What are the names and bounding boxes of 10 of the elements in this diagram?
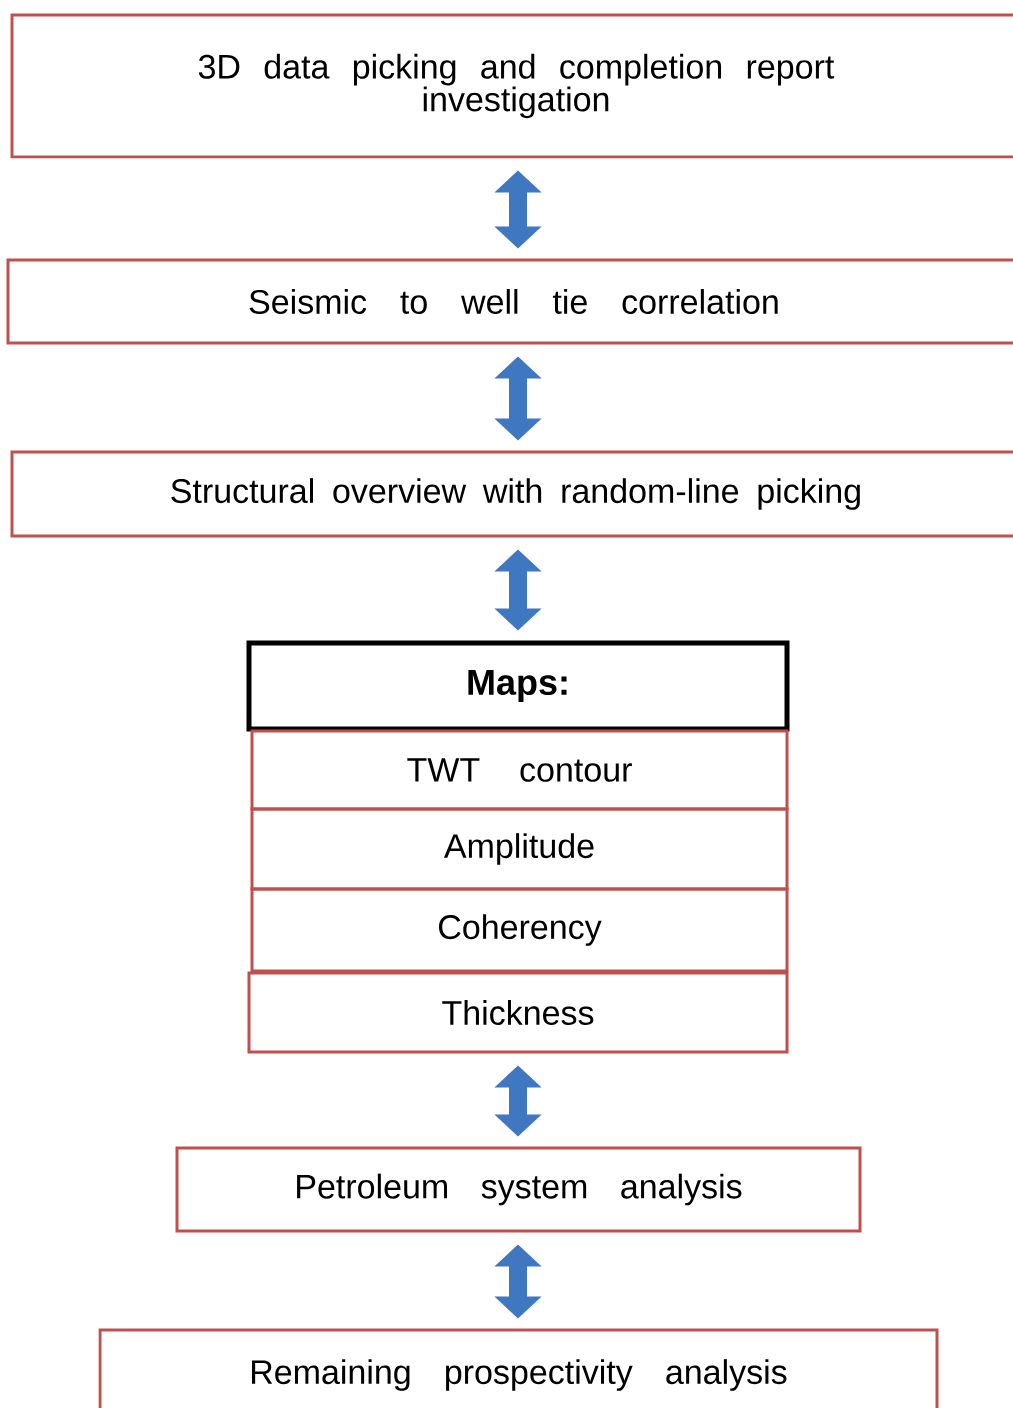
process-box: 3D data picking and completion report investigation (10, 13, 1013, 159)
process-box: Thickness (247, 971, 789, 1054)
process-box: Seismic to well tie correlation (6, 258, 1013, 345)
process-box: Amplitude (250, 807, 789, 891)
process-box: Petroleum system analysis (175, 1146, 862, 1233)
process-box: Coherency (250, 887, 789, 973)
process-box: TWT contour (250, 729, 789, 811)
process-box: Remaining prospectivity analysis (98, 1328, 939, 1408)
process-box: Structural overview with random-line picking (10, 450, 1013, 538)
header-box: Maps: (246, 640, 790, 732)
